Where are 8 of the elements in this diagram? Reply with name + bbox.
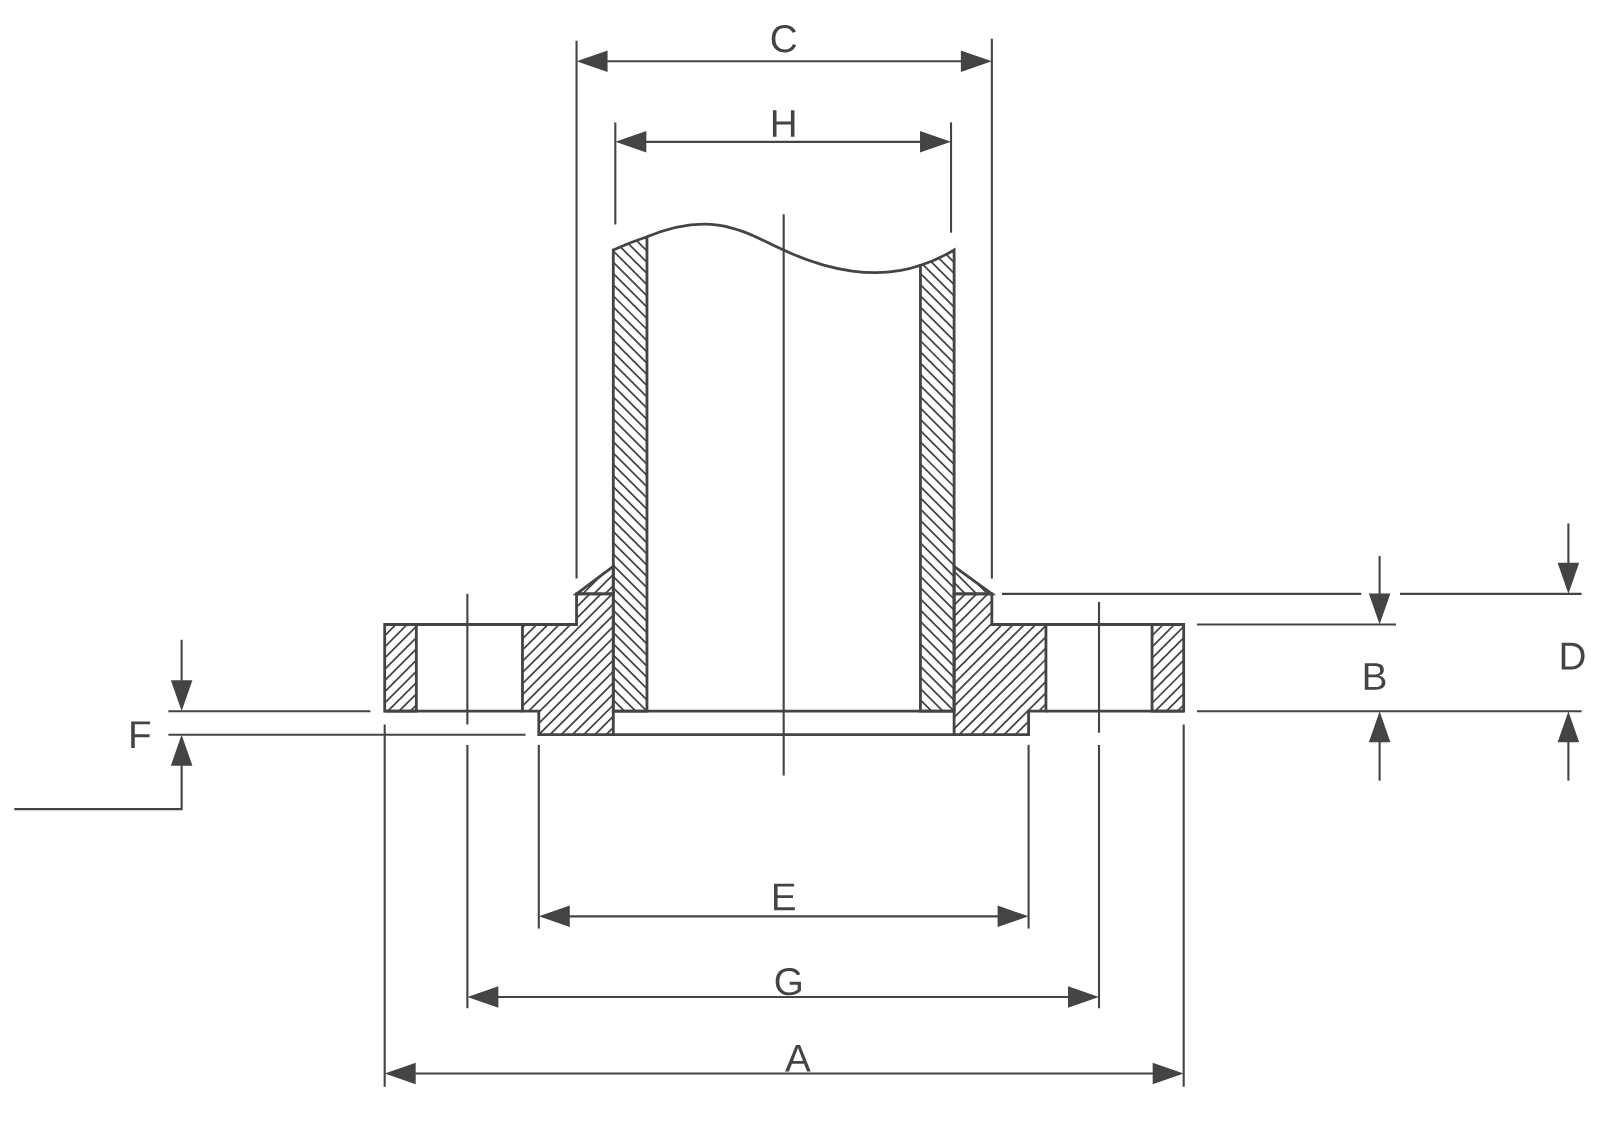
dimension-label: E — [774, 883, 795, 911]
dimension-label: B — [1364, 663, 1386, 690]
dimension-label: D — [1561, 642, 1585, 670]
dimension-label: G — [775, 968, 801, 996]
dimension-label: F — [131, 721, 151, 748]
dimension-label: A — [785, 1044, 811, 1072]
dimension-label: C — [771, 25, 797, 53]
dimension-label: H — [772, 110, 795, 137]
